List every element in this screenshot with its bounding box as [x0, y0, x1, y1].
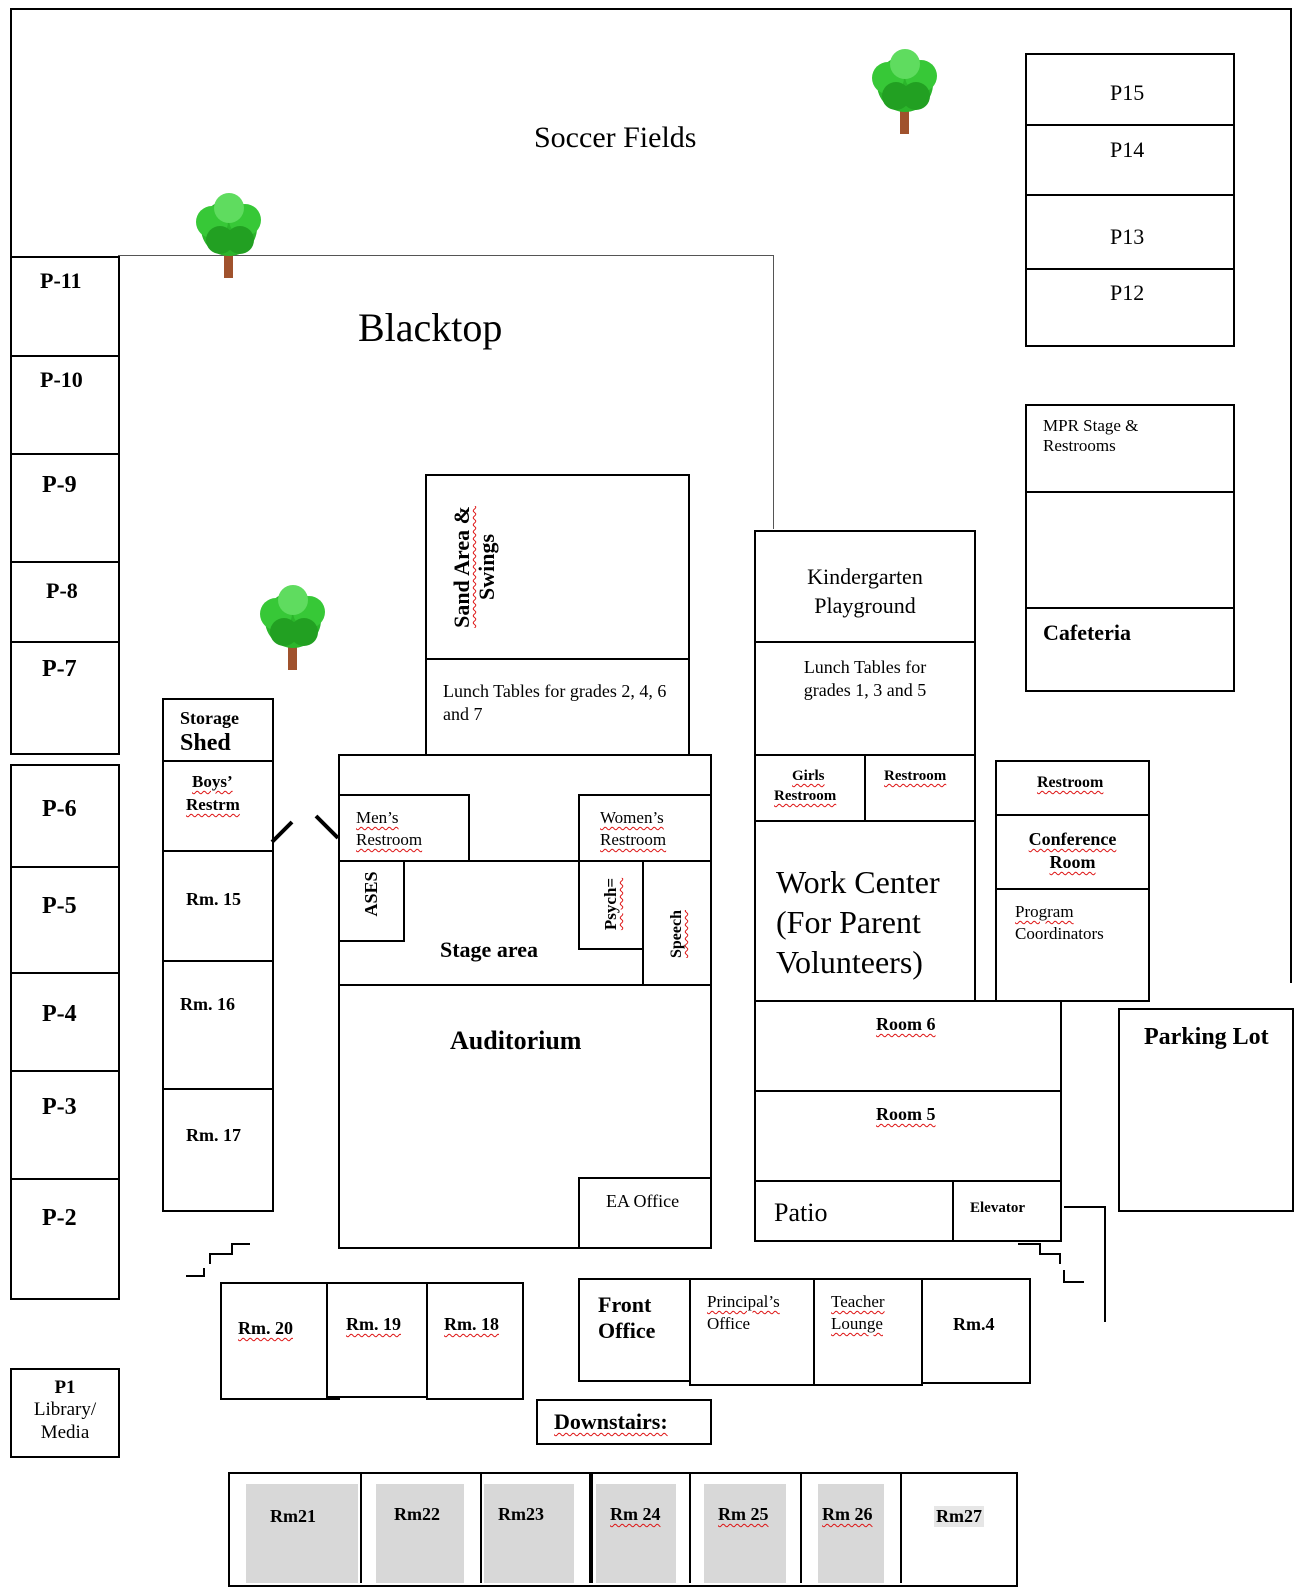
- portable-p11[interactable]: P-11: [10, 256, 120, 357]
- lunch-tables-2-4-6-7[interactable]: Lunch Tables for grades 2, 4, 6 and 7: [425, 658, 690, 756]
- divider: [1025, 607, 1235, 609]
- stage-area-label[interactable]: Stage area: [440, 937, 538, 962]
- womens-restroom[interactable]: Women’s Restroom: [578, 794, 712, 862]
- portable-p8[interactable]: P-8: [10, 561, 120, 643]
- divider: [689, 1472, 691, 1583]
- room-5[interactable]: Room 5: [754, 1090, 1062, 1182]
- room-21[interactable]: Rm21: [246, 1484, 358, 1583]
- library-media[interactable]: P1 Library/ Media: [10, 1368, 120, 1458]
- tree-icon: [196, 193, 261, 278]
- front-office[interactable]: Front Office: [578, 1278, 691, 1382]
- ea-office[interactable]: EA Office: [578, 1177, 712, 1249]
- kindergarten-playground[interactable]: Kindergarten Playground: [754, 530, 976, 643]
- portable-p14[interactable]: P14: [1110, 137, 1145, 162]
- speech-room[interactable]: Speech: [642, 860, 712, 986]
- mens-restroom[interactable]: Men’s Restroom: [338, 794, 470, 862]
- patio[interactable]: Patio: [754, 1180, 954, 1242]
- mpr-stage-label[interactable]: MPR Stage & Restrooms: [1043, 416, 1139, 455]
- divider: [480, 1472, 482, 1583]
- portable-p12[interactable]: P12: [1110, 280, 1145, 305]
- soccer-fields-label: Soccer Fields: [534, 121, 697, 154]
- auditorium-label[interactable]: Auditorium: [450, 1026, 582, 1055]
- room-25[interactable]: Rm 25: [704, 1484, 786, 1583]
- divider: [1025, 268, 1235, 270]
- sand-area-swings[interactable]: Sand Area & Swings: [425, 474, 690, 660]
- divider: [800, 1472, 802, 1583]
- walkway-line: [1104, 1206, 1106, 1322]
- portable-p6[interactable]: P-6: [10, 764, 120, 868]
- room-27[interactable]: Rm27: [934, 1506, 984, 1527]
- parking-lot[interactable]: Parking Lot: [1118, 1008, 1294, 1212]
- blacktop-boundary-top: [118, 255, 774, 256]
- room-24[interactable]: Rm 24: [596, 1484, 676, 1583]
- divider: [360, 1472, 362, 1583]
- restroom-admin[interactable]: Restroom: [995, 760, 1150, 816]
- cafeteria-label[interactable]: Cafeteria: [1043, 620, 1131, 645]
- boys-restroom[interactable]: Boys’ Restrm: [162, 760, 274, 852]
- program-coordinators[interactable]: Program Coordinators: [995, 888, 1150, 1002]
- room-18[interactable]: Rm. 18: [426, 1282, 524, 1400]
- restroom-right[interactable]: Restroom: [864, 754, 976, 822]
- portable-p10[interactable]: P-10: [10, 355, 120, 455]
- principals-office[interactable]: Principal’s Office: [689, 1278, 815, 1386]
- downstairs-label-box: Downstairs:: [536, 1399, 712, 1445]
- stage-bottom-wall: [338, 984, 644, 986]
- tree-icon: [260, 585, 325, 670]
- gate-mark: [270, 814, 340, 844]
- room-20[interactable]: Rm. 20: [220, 1282, 340, 1400]
- campus-boundary-top: [10, 8, 1292, 10]
- room-4[interactable]: Rm.4: [921, 1278, 1031, 1384]
- room-26[interactable]: Rm 26: [818, 1484, 884, 1583]
- elevator[interactable]: Elevator: [952, 1180, 1062, 1242]
- blacktop-boundary-right: [773, 255, 774, 529]
- room-16[interactable]: Rm. 16: [162, 960, 274, 1090]
- portable-p7[interactable]: P-7: [10, 641, 120, 755]
- portable-p4[interactable]: P-4: [10, 972, 120, 1072]
- divider: [1025, 491, 1235, 493]
- divider: [589, 1472, 593, 1583]
- room-15[interactable]: Rm. 15: [162, 850, 274, 962]
- work-center[interactable]: Work Center (For Parent Volunteers): [754, 820, 976, 1002]
- room-19[interactable]: Rm. 19: [326, 1282, 428, 1398]
- girls-restroom[interactable]: Girls Restroom: [754, 754, 866, 822]
- room-22[interactable]: Rm22: [376, 1484, 464, 1583]
- stairs-right-icon: [1018, 1243, 1084, 1283]
- portables-p12-p15: [1025, 53, 1235, 347]
- room-6[interactable]: Room 6: [754, 1000, 1062, 1092]
- portable-p9[interactable]: P-9: [10, 453, 120, 563]
- portable-p2[interactable]: P-2: [10, 1178, 120, 1300]
- stage-top-wall: [338, 860, 712, 862]
- campus-boundary-left: [10, 8, 12, 256]
- portable-p15[interactable]: P15: [1110, 80, 1145, 105]
- portable-p3[interactable]: P-3: [10, 1070, 120, 1180]
- stairs-left-icon: [186, 1243, 250, 1277]
- lunch-tables-1-3-5[interactable]: Lunch Tables for grades 1, 3 and 5: [754, 641, 976, 756]
- campus-boundary-right: [1290, 8, 1292, 983]
- portable-p13[interactable]: P13: [1110, 224, 1145, 249]
- blacktop-label: Blacktop: [358, 305, 503, 350]
- room-17[interactable]: Rm. 17: [162, 1088, 274, 1212]
- divider: [900, 1472, 902, 1583]
- mpr-cafeteria-building: [1025, 404, 1235, 692]
- divider: [1025, 124, 1235, 126]
- conference-room[interactable]: Conference Room: [995, 814, 1150, 890]
- room-23[interactable]: Rm23: [484, 1484, 574, 1583]
- divider: [1025, 194, 1235, 196]
- teacher-lounge[interactable]: Teacher Lounge: [813, 1278, 923, 1386]
- psych-room[interactable]: Psych=: [578, 860, 644, 950]
- portable-p5[interactable]: P-5: [10, 866, 120, 974]
- walkway-line: [1064, 1206, 1106, 1208]
- tree-icon: [872, 49, 937, 134]
- ases-room[interactable]: ASES: [338, 860, 405, 942]
- storage-shed[interactable]: Storage Shed: [162, 698, 274, 762]
